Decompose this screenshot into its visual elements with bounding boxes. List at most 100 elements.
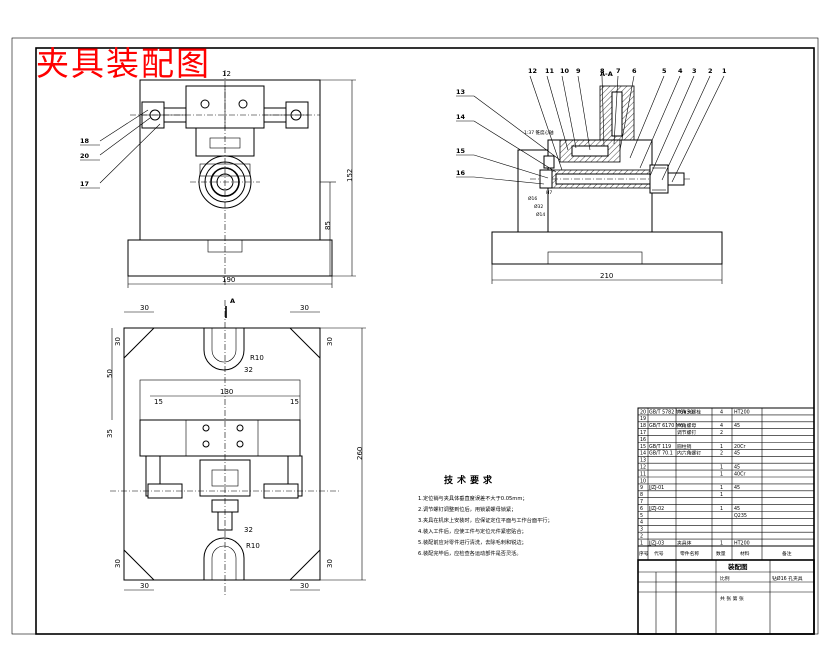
front-dim-width: 190: [222, 276, 235, 284]
section-label: A-A: [600, 70, 613, 78]
sheet-inner-frame: [35, 47, 815, 635]
parts-cell: Q235: [734, 513, 747, 519]
parts-cell: 1: [720, 465, 723, 471]
top-balloon-12: 12: [528, 67, 537, 75]
top-balloon-6: 6: [632, 67, 637, 75]
front-balloon-2: 20: [80, 152, 90, 160]
parts-cell: GB/T 6170 M6: [649, 423, 683, 429]
requirement-3: 3.夹具在机床上安装时，应保证定位平面与工作台面平行；: [418, 516, 553, 524]
left-balloon-14: 14: [456, 113, 466, 121]
parts-cell: HT200: [734, 409, 750, 415]
parts-cell: 夹具体: [677, 539, 692, 546]
parts-cell: 45: [734, 451, 740, 457]
plan-dim-bottom-right: 30: [300, 582, 309, 590]
parts-cell: 12: [640, 465, 646, 471]
title-block-scale: 比例: [720, 575, 730, 582]
section-note-1: 1:37 锥度心轴: [524, 129, 554, 136]
parts-cell: 六角头螺栓: [677, 408, 701, 415]
parts-cell: 45: [734, 423, 740, 429]
requirement-5: 5.装配前应对零件进行清洗，去除毛刺和锐边；: [418, 538, 527, 546]
parts-cell: 1: [640, 540, 643, 546]
plan-view: A 30 30: [106, 297, 366, 596]
parts-cell: 45: [734, 506, 740, 512]
title-block-sheet: 共 张 第 张: [720, 595, 744, 602]
plan-dim-bot-small: 32: [244, 526, 253, 534]
parts-cell: 45: [734, 465, 740, 471]
parts-cell: 19: [640, 416, 646, 422]
parts-cell: 20: [640, 409, 646, 415]
parts-cell: GB/T 5782 M6×30: [649, 409, 693, 415]
section-note-5: H7: [546, 190, 552, 196]
parts-cell: 4: [720, 423, 723, 429]
section-left-balloons: 13 14 15 16: [456, 88, 561, 185]
parts-cell: 18: [640, 423, 646, 429]
top-balloon-10: 10: [560, 67, 570, 75]
front-view: 190 152 85 12 18 20 17: [80, 70, 356, 288]
front-dim-height: 152: [346, 169, 354, 182]
plan-dim-left-small: 15: [154, 398, 163, 406]
top-balloon-7: 7: [616, 67, 621, 75]
parts-cell: GB/T 119: [649, 444, 671, 450]
parts-cell: JJZJ-02: [648, 506, 664, 512]
parts-header-cell: 序号: [639, 550, 649, 557]
top-balloon-1: 1: [722, 67, 727, 75]
parts-cell: 内六角螺钉: [677, 450, 701, 457]
plan-dim-bot-left-v: 30: [114, 559, 122, 568]
parts-cell: 15: [640, 444, 646, 450]
parts-cell: 16: [640, 437, 646, 443]
plan-dim-right-small: 15: [290, 398, 299, 406]
parts-header-cell: 数量: [716, 550, 726, 557]
parts-cell: 圆柱销: [677, 443, 692, 450]
parts-cell: 2: [720, 451, 723, 457]
parts-cell: 8: [640, 492, 643, 498]
section-note-4: Ø32: [534, 203, 543, 210]
plan-dim-left-top: 30: [114, 337, 122, 346]
parts-cell: 40Cr: [734, 471, 745, 477]
parts-header-cell: 代号: [654, 550, 664, 557]
parts-cell: GB/T 70.1: [649, 451, 673, 457]
front-balloon-1: 18: [80, 137, 90, 145]
parts-cell: 4: [720, 409, 723, 415]
technical-requirements: 技术要求 1.定位销与夹具体垂直度误差不大于0.05mm； 2.调节螺钉调整到位…: [418, 474, 553, 557]
title-block-drawing-name: 装配图: [727, 562, 748, 571]
parts-cell: 14: [640, 451, 646, 457]
parts-cell: 4: [640, 520, 643, 526]
parts-cell: 1: [720, 471, 723, 477]
parts-cell: 1: [720, 485, 723, 491]
section-note-3: Ø14: [536, 211, 545, 218]
parts-cell: 2: [640, 534, 643, 540]
parts-cell: 17: [640, 430, 646, 436]
section-note-2: Ø16: [528, 195, 537, 202]
parts-cell: 10: [640, 478, 646, 484]
requirements-title: 技术要求: [444, 474, 496, 486]
parts-cell: 45: [734, 485, 740, 491]
front-dim-top: 12: [222, 70, 231, 78]
parts-cell: 7: [640, 499, 643, 505]
parts-cell: 1: [720, 444, 723, 450]
parts-cell: 9: [640, 485, 643, 491]
top-balloon-9: 9: [576, 67, 581, 75]
parts-header-cell: 材料: [740, 550, 750, 557]
parts-cell: 6: [640, 506, 643, 512]
drawing-title: 夹具装配图: [36, 44, 211, 83]
plan-dim-r-top: R10: [250, 354, 264, 362]
parts-cell: 20Cr: [734, 444, 745, 450]
parts-cell: 11: [640, 471, 646, 477]
top-balloon-3: 3: [692, 67, 697, 75]
front-dim-center-height: 85: [324, 221, 332, 230]
plan-dim-top-small: 32: [244, 366, 253, 374]
section-view: A-A 210 1:37 锥度心轴 Ø16 Ø14 Ø32 H7: [456, 67, 727, 284]
plan-dim-right-top: 30: [326, 337, 334, 346]
parts-cell: 六角螺母: [677, 422, 696, 429]
left-balloon-16: 16: [456, 169, 466, 177]
parts-header-cell: 备注: [782, 550, 792, 557]
section-top-balloons: 12 11 10 9 8 7 6 5 4 3 2 1: [528, 67, 727, 183]
top-balloon-5: 5: [662, 67, 667, 75]
plan-dim-bottom-left: 30: [140, 582, 149, 590]
parts-cell: 13: [640, 458, 646, 464]
plan-dim-left-35: 35: [106, 429, 114, 438]
plan-dim-bot-right-v: 30: [326, 559, 334, 568]
left-balloon-15: 15: [456, 147, 466, 155]
parts-cell: 1: [720, 540, 723, 546]
